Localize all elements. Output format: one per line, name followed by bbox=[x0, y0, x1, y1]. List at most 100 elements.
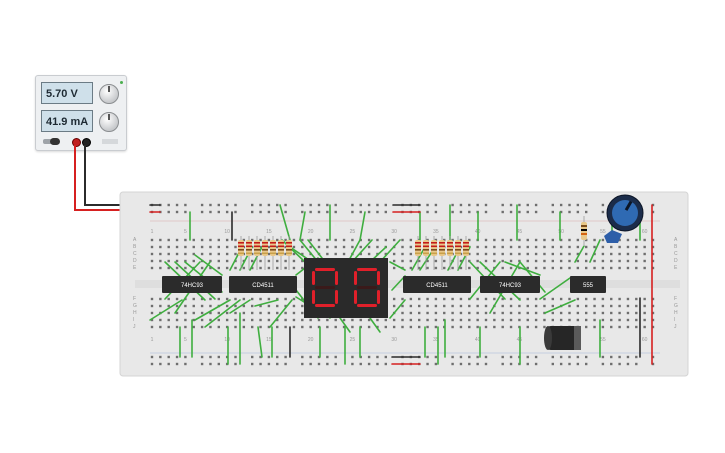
breadboard-hole[interactable] bbox=[159, 304, 162, 308]
breadboard-hole[interactable] bbox=[593, 325, 596, 329]
breadboard-hole[interactable] bbox=[559, 252, 563, 256]
breadboard-hole[interactable] bbox=[234, 245, 237, 249]
breadboard-hole[interactable] bbox=[292, 245, 296, 249]
breadboard-hole[interactable] bbox=[493, 311, 496, 315]
breadboard-hole[interactable] bbox=[426, 297, 429, 301]
breadboard-hole[interactable] bbox=[501, 259, 504, 263]
rail-hole[interactable] bbox=[200, 355, 204, 359]
breadboard-hole[interactable] bbox=[443, 238, 446, 242]
rail-hole[interactable] bbox=[225, 203, 229, 207]
rail-hole[interactable] bbox=[459, 203, 463, 207]
rail-hole[interactable] bbox=[526, 210, 529, 214]
chip-cd4511-left[interactable]: CD4511 bbox=[229, 276, 297, 293]
breadboard-hole[interactable] bbox=[292, 311, 296, 315]
wire[interactable] bbox=[281, 239, 306, 263]
rail-hole[interactable] bbox=[267, 203, 271, 207]
rail-hole[interactable] bbox=[200, 203, 204, 207]
breadboard-hole[interactable] bbox=[292, 238, 296, 242]
breadboard-hole[interactable] bbox=[601, 238, 605, 242]
breadboard-hole[interactable] bbox=[585, 325, 588, 329]
breadboard-hole[interactable] bbox=[167, 325, 170, 329]
seven-segment-display-tens[interactable] bbox=[304, 258, 346, 318]
breadboard-hole[interactable] bbox=[367, 245, 371, 249]
breadboard-hole[interactable] bbox=[184, 245, 187, 249]
breadboard-hole[interactable] bbox=[526, 252, 529, 256]
breadboard-hole[interactable] bbox=[518, 238, 521, 242]
breadboard-hole[interactable] bbox=[468, 311, 471, 315]
breadboard-hole[interactable] bbox=[585, 266, 588, 270]
breadboard-hole[interactable] bbox=[150, 238, 154, 242]
breadboard-hole[interactable] bbox=[601, 325, 605, 329]
breadboard-hole[interactable] bbox=[225, 318, 229, 322]
breadboard-hole[interactable] bbox=[635, 252, 638, 256]
rail-hole[interactable] bbox=[234, 210, 237, 214]
breadboard-hole[interactable] bbox=[501, 252, 504, 256]
breadboard-hole[interactable] bbox=[284, 297, 287, 301]
breadboard-hole[interactable] bbox=[159, 325, 162, 329]
breadboard-hole[interactable] bbox=[267, 245, 271, 249]
rail-hole[interactable] bbox=[651, 210, 655, 214]
rail-hole[interactable] bbox=[217, 210, 220, 214]
breadboard-hole[interactable] bbox=[259, 238, 262, 242]
breadboard-hole[interactable] bbox=[459, 259, 463, 263]
rail-hole[interactable] bbox=[568, 210, 571, 214]
chip-74hc93-right[interactable]: 74HC93 bbox=[480, 276, 540, 293]
breadboard-hole[interactable] bbox=[559, 238, 563, 242]
breadboard-hole[interactable] bbox=[484, 297, 488, 301]
breadboard-hole[interactable] bbox=[209, 252, 212, 256]
breadboard-hole[interactable] bbox=[576, 238, 580, 242]
breadboard-hole[interactable] bbox=[551, 318, 554, 322]
breadboard-hole[interactable] bbox=[192, 297, 195, 301]
breadboard-hole[interactable] bbox=[309, 238, 312, 242]
breadboard-hole[interactable] bbox=[443, 266, 446, 270]
breadboard-hole[interactable] bbox=[543, 238, 546, 242]
breadboard-hole[interactable] bbox=[326, 325, 329, 329]
breadboard-hole[interactable] bbox=[459, 304, 463, 308]
rail-hole[interactable] bbox=[651, 203, 655, 207]
breadboard-hole[interactable] bbox=[150, 311, 154, 315]
breadboard-hole[interactable] bbox=[401, 297, 404, 301]
rail-hole[interactable] bbox=[184, 203, 187, 207]
breadboard-hole[interactable] bbox=[518, 318, 521, 322]
rail-hole[interactable] bbox=[484, 210, 488, 214]
breadboard-hole[interactable] bbox=[484, 245, 488, 249]
breadboard-hole[interactable] bbox=[376, 238, 379, 242]
breadboard-hole[interactable] bbox=[267, 318, 271, 322]
breadboard-hole[interactable] bbox=[200, 318, 204, 322]
breadboard-hole[interactable] bbox=[576, 304, 580, 308]
rail-hole[interactable] bbox=[585, 210, 588, 214]
breadboard-hole[interactable] bbox=[426, 259, 429, 263]
breadboard-hole[interactable] bbox=[309, 325, 312, 329]
rail-hole[interactable] bbox=[251, 210, 254, 214]
breadboard-hole[interactable] bbox=[643, 266, 646, 270]
rail-hole[interactable] bbox=[334, 362, 337, 366]
rail-hole[interactable] bbox=[501, 355, 504, 359]
wire[interactable] bbox=[389, 299, 406, 319]
breadboard-hole[interactable] bbox=[551, 238, 554, 242]
breadboard-hole[interactable] bbox=[251, 325, 254, 329]
breadboard-hole[interactable] bbox=[593, 304, 596, 308]
breadboard-hole[interactable] bbox=[651, 297, 655, 301]
resistor[interactable] bbox=[246, 236, 252, 270]
breadboard-hole[interactable] bbox=[409, 266, 413, 270]
breadboard-hole[interactable] bbox=[509, 266, 513, 270]
breadboard-hole[interactable] bbox=[593, 245, 596, 249]
breadboard-hole[interactable] bbox=[209, 297, 212, 301]
breadboard-hole[interactable] bbox=[225, 252, 229, 256]
breadboard-hole[interactable] bbox=[443, 311, 446, 315]
rail-hole[interactable] bbox=[234, 203, 237, 207]
breadboard-hole[interactable] bbox=[501, 297, 504, 301]
breadboard-hole[interactable] bbox=[200, 304, 204, 308]
breadboard-hole[interactable] bbox=[610, 325, 613, 329]
breadboard-hole[interactable] bbox=[401, 252, 404, 256]
breadboard-hole[interactable] bbox=[276, 259, 279, 263]
rail-hole[interactable] bbox=[251, 362, 254, 366]
rail-hole[interactable] bbox=[167, 362, 170, 366]
rail-hole[interactable] bbox=[359, 210, 362, 214]
breadboard-hole[interactable] bbox=[426, 325, 429, 329]
breadboard-hole[interactable] bbox=[601, 252, 605, 256]
breadboard-hole[interactable] bbox=[200, 311, 204, 315]
breadboard-hole[interactable] bbox=[401, 318, 404, 322]
rail-hole[interactable] bbox=[359, 362, 362, 366]
breadboard-hole[interactable] bbox=[401, 238, 404, 242]
